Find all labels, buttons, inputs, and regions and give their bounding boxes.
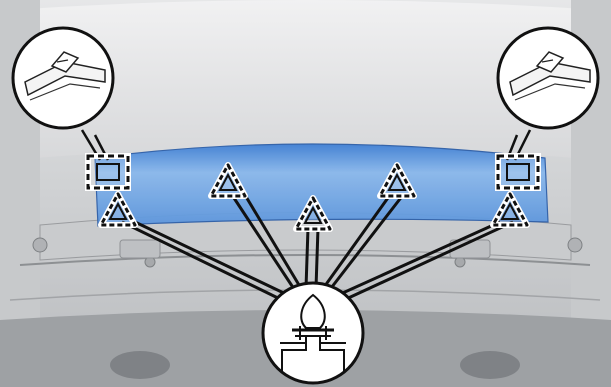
clip-leader-lines — [121, 194, 514, 302]
claw-marker-left — [85, 153, 131, 191]
clip-marker-right-inner — [377, 162, 417, 199]
clip-marker-right-outer — [490, 191, 530, 228]
clip-marker-center — [293, 195, 333, 232]
highlighted-trim-panel — [94, 143, 549, 227]
clip-marker-left-inner — [208, 162, 248, 199]
clip-marker-left-outer — [98, 191, 138, 228]
claw-marker-right — [495, 153, 541, 191]
magnifier-claw-left-icon — [11, 26, 115, 161]
magnifier-clip-icon — [261, 281, 365, 385]
